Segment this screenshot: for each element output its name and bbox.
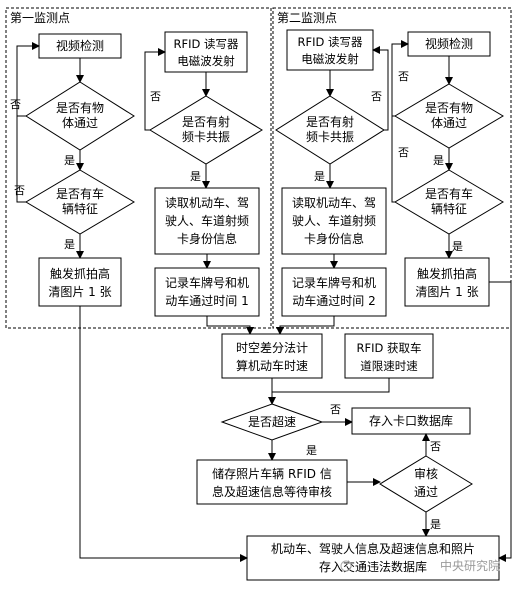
- zone-second-monitor-point: [272, 7, 512, 329]
- z2-vehicle-no-label: 否: [398, 146, 409, 159]
- z2-record-time-line1: 记录车牌号和机: [292, 275, 376, 290]
- z2-rfid-emit-line1: RFID 读写器: [297, 35, 363, 49]
- z1-rfid-emit-line1: RFID 读写器: [173, 37, 239, 51]
- z2-rfid-emit-box: [286, 29, 374, 71]
- speeding-no-label: 否: [330, 403, 341, 416]
- z2-capture-box: [404, 257, 490, 307]
- review-yes-label: 是: [430, 518, 441, 531]
- z1-read-info-line2: 驶人、车道射频: [165, 213, 249, 228]
- z2-capture-line2: 清图片 1 张: [415, 285, 478, 299]
- z2-resonance-no-label: 否: [371, 90, 382, 103]
- checkpoint-db-text: 存入卡口数据库: [369, 413, 453, 428]
- rfid-speed-limit-box: [344, 333, 434, 379]
- zone-first-monitor-point: [5, 7, 272, 329]
- z1-capture-line1: 触发抓拍高: [50, 266, 110, 281]
- z2-resonance-q-line2: 频卡共振: [306, 130, 354, 144]
- rfid-speed-limit-line1: RFID 获取车: [356, 341, 421, 355]
- review-decision: [379, 455, 473, 513]
- z1-capture-line2: 清图片 1 张: [48, 285, 111, 299]
- review-q-line1: 审核: [414, 466, 438, 481]
- speeding-q-text: 是否超速: [248, 414, 296, 429]
- z2-record-time-box: [281, 267, 387, 317]
- z2-object-q-line1: 是否有物: [425, 101, 473, 115]
- zone-first-title: 第一监测点: [10, 11, 70, 25]
- z1-resonance-q-line1: 是否有射: [182, 114, 230, 129]
- speed-calc-line2: 算机动车时速: [236, 358, 308, 373]
- z1-read-info-line3: 卡身份信息: [177, 231, 237, 246]
- z2-read-info-box: [281, 187, 387, 255]
- rfid-speed-limit-line2: 道限速时速: [360, 359, 418, 373]
- z2-resonance-q-line1: 是否有射: [306, 114, 354, 129]
- z1-object-q-line1: 是否有物: [56, 101, 104, 115]
- z2-read-info-line1: 读取机动车、驾: [292, 195, 376, 210]
- z2-capture-line1: 触发抓拍高: [417, 266, 477, 281]
- speeding-yes-label: 是: [306, 444, 317, 457]
- speed-calc-box: [221, 333, 323, 379]
- z1-read-info-box: [154, 187, 260, 255]
- z2-read-info-line3: 卡身份信息: [304, 231, 364, 246]
- z2-rfid-emit-line2: 电磁波发射: [301, 52, 359, 66]
- z1-rfid-emit-box: [164, 31, 248, 73]
- z1-vehicle-q-line2: 辆特征: [62, 201, 98, 216]
- pending-review-line2: 息及超速信息等待审核: [212, 484, 332, 499]
- z2-object-yes-label: 是: [433, 154, 444, 167]
- z1-vehicle-no-label: 否: [14, 184, 25, 197]
- watermark-logo-icon: [340, 560, 352, 572]
- violation-db-line1: 机动车、驾驶人信息及超速信息和照片: [271, 541, 475, 556]
- z1-vehicle-q-line1: 是否有车: [56, 186, 104, 201]
- checkpoint-db-box: [351, 407, 471, 435]
- z1-capture-box: [38, 257, 122, 307]
- z2-record-time-line2: 动车通过时间 2: [292, 293, 375, 308]
- z1-record-time-line1: 记录车牌号和机: [165, 275, 249, 290]
- z1-rfid-emit-line2: 电磁波发射: [177, 54, 235, 68]
- z1-object-no-label: 否: [10, 98, 21, 111]
- z2-read-info-line2: 驶人、车道射频: [292, 213, 376, 228]
- review-no-label: 否: [430, 440, 441, 453]
- pending-review-line1: 储存照片车辆 RFID 信: [212, 466, 332, 481]
- speed-calc-line1: 时空差分法计: [236, 341, 308, 355]
- z1-object-q-line2: 体通过: [62, 116, 98, 130]
- z2-vehicle-q-line2: 辆特征: [431, 201, 467, 216]
- z2-resonance-yes-label: 是: [314, 170, 325, 183]
- z1-object-yes-label: 是: [64, 154, 75, 167]
- z1-resonance-no-label: 否: [150, 90, 161, 103]
- z2-video-detect-box: [407, 31, 491, 57]
- z1-record-time-line2: 动车通过时间 1: [165, 293, 248, 308]
- pending-review-box: [196, 459, 348, 505]
- z2-object-q-line2: 体通过: [431, 116, 467, 130]
- z2-vehicle-yes-label: 是: [452, 240, 463, 253]
- z1-vehicle-yes-label: 是: [64, 238, 75, 251]
- z1-read-info-line1: 读取机动车、驾: [165, 195, 249, 210]
- z2-video-detect-text: 视频检测: [425, 36, 473, 51]
- z2-object-no-label: 否: [398, 70, 409, 83]
- z1-resonance-yes-label: 是: [190, 170, 201, 183]
- watermark-text: 中央研究院: [440, 558, 500, 573]
- z1-resonance-q-line2: 频卡共振: [182, 130, 230, 144]
- review-q-line2: 通过: [414, 485, 438, 499]
- z2-vehicle-q-line1: 是否有车: [425, 186, 473, 201]
- zone-second-title: 第二监测点: [277, 11, 337, 25]
- z1-video-detect-text: 视频检测: [56, 38, 104, 53]
- violation-db-line2: 存入交通违法数据库: [319, 559, 427, 574]
